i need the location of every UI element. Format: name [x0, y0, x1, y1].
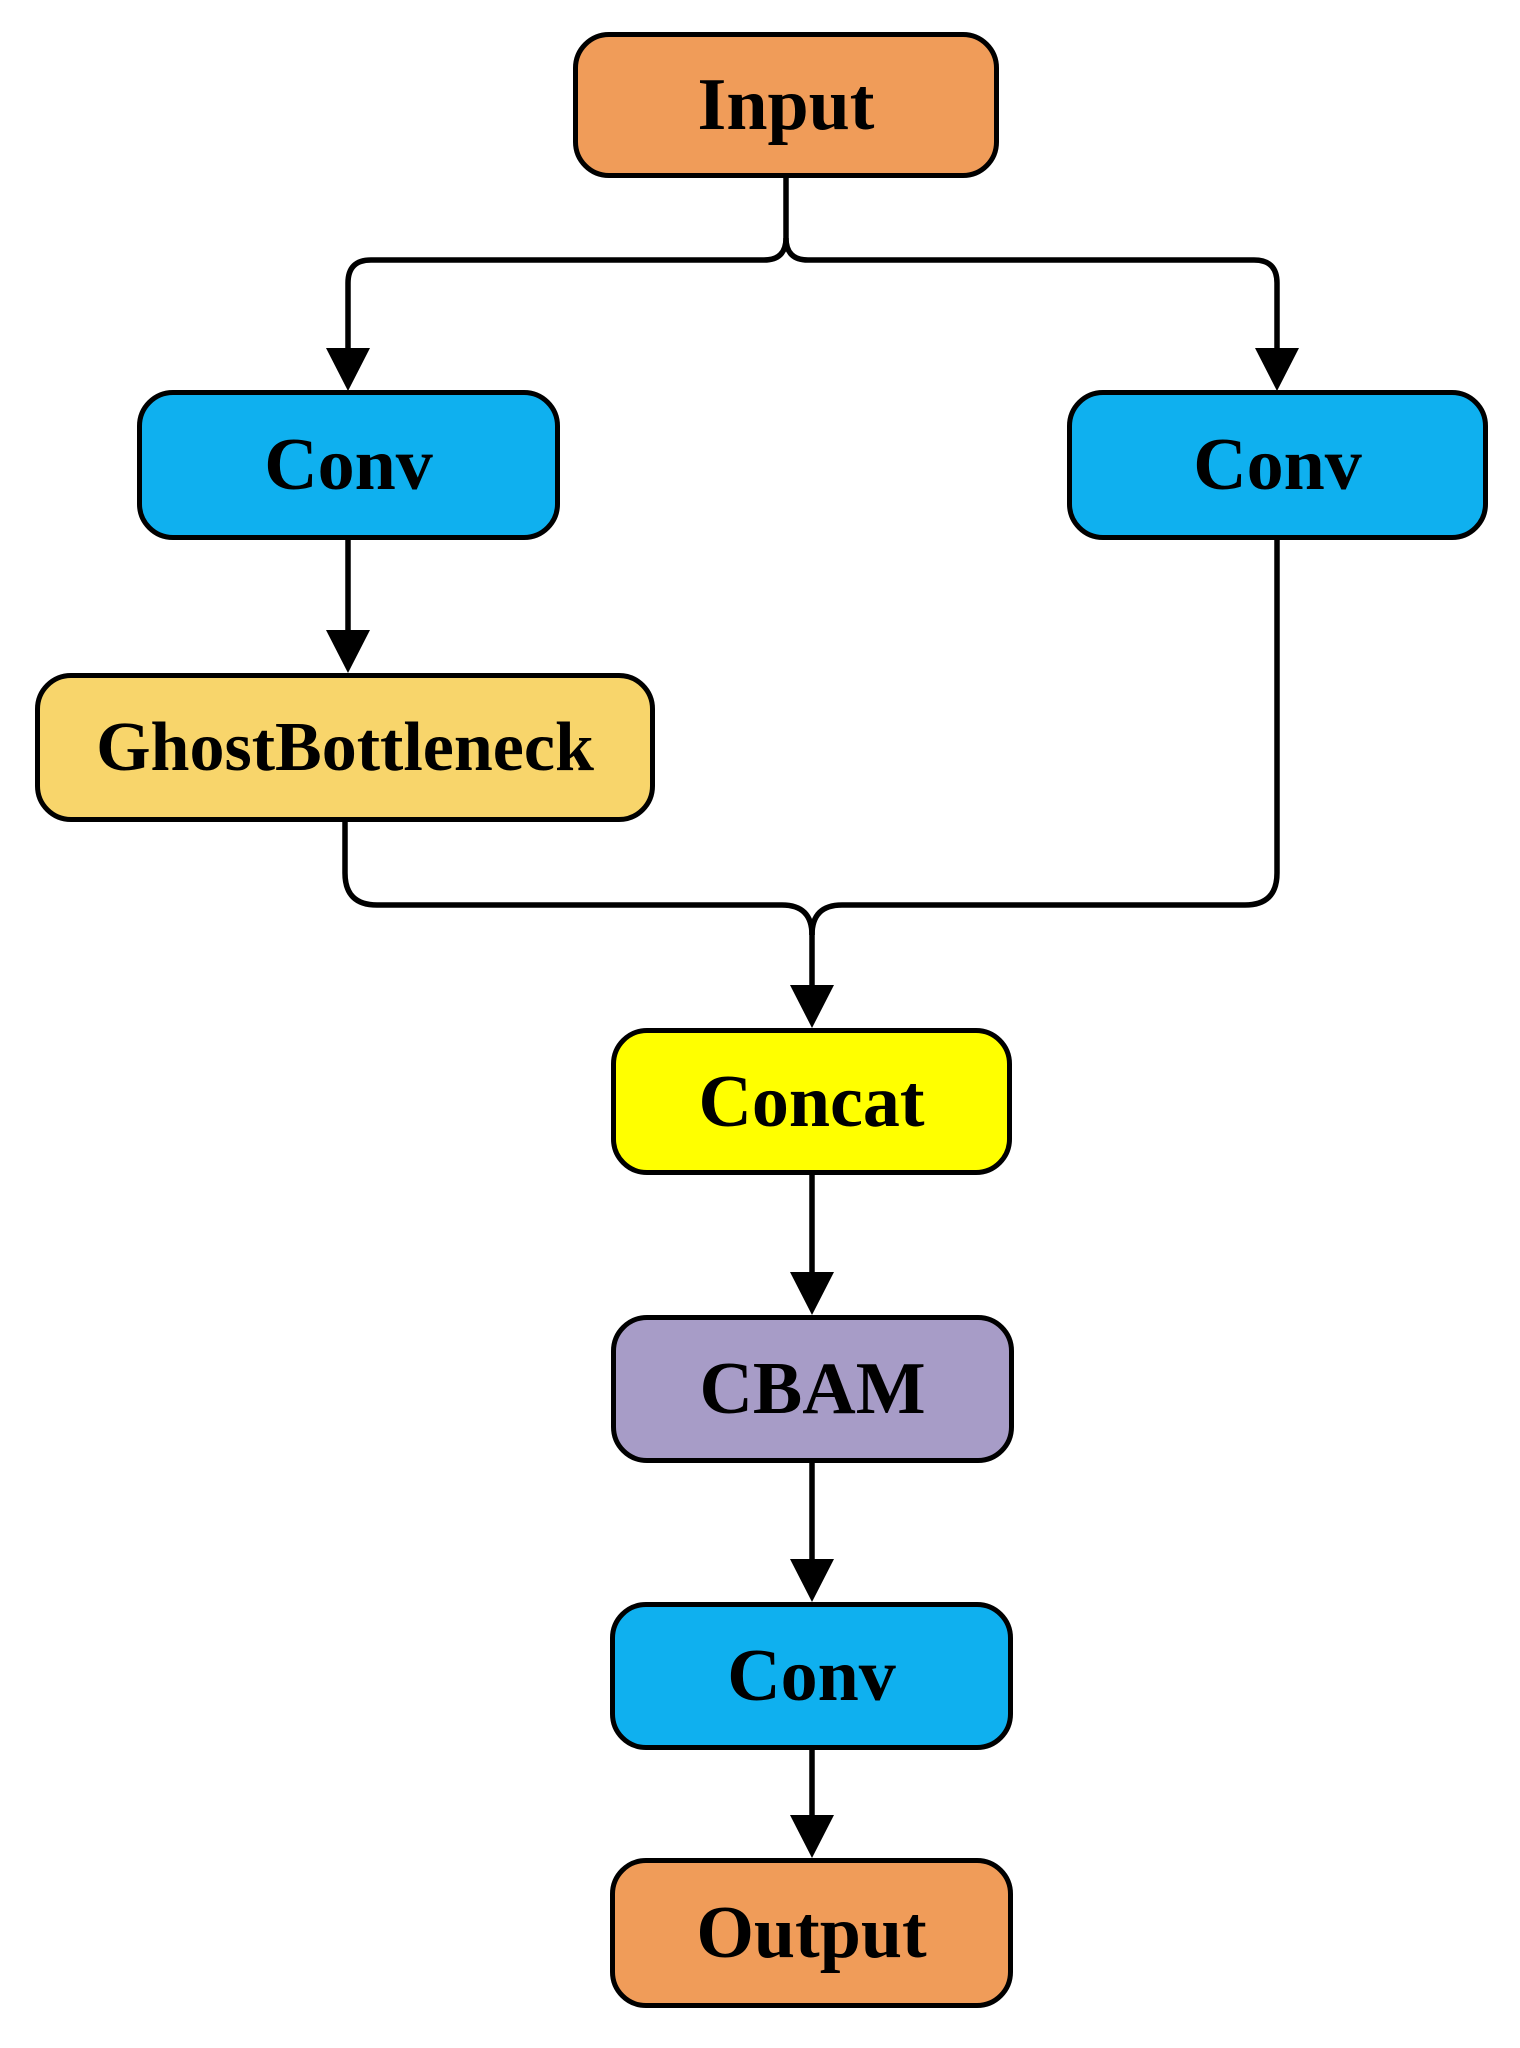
node-cbam: CBAM: [611, 1315, 1014, 1463]
arrowhead-ghost-icon: [326, 630, 370, 673]
edge-conv-bottom-to-output: [790, 1750, 834, 1858]
edge-merge-to-concat: [342, 540, 1280, 1028]
node-output: Output: [610, 1858, 1013, 2008]
node-output-label: Output: [696, 1892, 927, 1974]
node-ghost-bottleneck-label: GhostBottleneck: [96, 708, 594, 786]
arrowhead-cbam-icon: [790, 1272, 834, 1315]
arrowhead-conv-right-icon: [1255, 348, 1299, 391]
edge-ghost-to-merge: [342, 822, 815, 936]
node-cbam-label: CBAM: [699, 1348, 926, 1430]
arrowhead-conv-bottom-icon: [790, 1559, 834, 1602]
edge-input-split: [326, 177, 1299, 391]
edge-conv-left-to-ghost: [326, 540, 370, 673]
node-input-label: Input: [697, 64, 875, 146]
edge-cbam-to-conv-bottom: [790, 1463, 834, 1602]
node-conv-bottom: Conv: [610, 1602, 1013, 1750]
node-conv-right: Conv: [1067, 390, 1488, 540]
node-conv-bottom-label: Conv: [727, 1635, 896, 1717]
node-input: Input: [573, 32, 999, 178]
arrowhead-concat-icon: [790, 985, 834, 1028]
node-conv-left: Conv: [137, 390, 560, 540]
node-ghost-bottleneck: GhostBottleneck: [35, 673, 655, 822]
node-concat-label: Concat: [698, 1060, 925, 1143]
node-conv-right-label: Conv: [1193, 424, 1362, 506]
arrowhead-conv-left-icon: [326, 348, 370, 391]
node-conv-left-label: Conv: [264, 424, 433, 506]
edge-input-to-conv-right: [783, 237, 1280, 362]
edge-input-to-conv-left: [345, 237, 789, 362]
node-concat: Concat: [611, 1028, 1012, 1175]
edge-concat-to-cbam: [790, 1175, 834, 1315]
arrowhead-output-icon: [790, 1815, 834, 1858]
edge-conv-right-to-merge: [809, 540, 1280, 936]
